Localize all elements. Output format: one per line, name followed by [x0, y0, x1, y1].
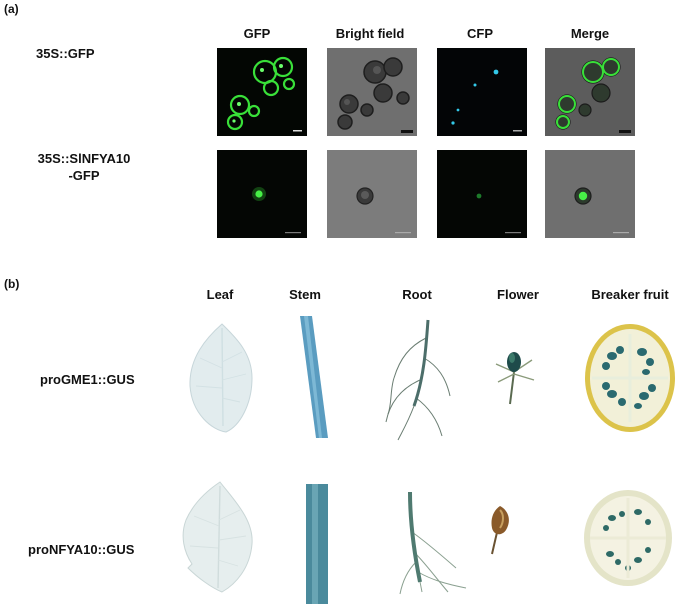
row-label-35s-gfp: 35S::GFP [36, 46, 95, 61]
micrograph-35s-gfp-gfp [217, 48, 307, 136]
micrograph-35s-gfp-bright-field [327, 48, 417, 136]
gus-pronfya10-root [396, 492, 468, 596]
micrograph-nfya10-gfp-merge [545, 150, 635, 238]
row-label-line-2: -GFP [68, 168, 100, 183]
gus-pronfya10-flower [480, 500, 520, 556]
panel-a-letter: (a) [4, 2, 19, 16]
row-label-pronfya10-gus: proNFYA10::GUS [28, 542, 135, 557]
gus-pronfya10-leaf [176, 480, 260, 594]
gus-pronfya10-stem [304, 484, 330, 604]
row-label-line-1: 35S::SlNFYA10 [37, 151, 131, 166]
column-header-breaker-fruit: Breaker fruit [591, 287, 669, 302]
row-label-35s-slnfya10-gfp: 35S::SlNFYA10 -GFP [24, 150, 144, 184]
column-header-bright-field: Bright field [335, 26, 405, 41]
column-header-leaf: Leaf [206, 287, 234, 302]
micrograph-nfya10-gfp-gfp [217, 150, 307, 238]
micrograph-nfya10-gfp-cfp [437, 150, 527, 238]
column-header-stem: Stem [289, 287, 321, 302]
gus-progme1-breaker-fruit [582, 320, 678, 436]
column-header-root: Root [402, 287, 432, 302]
gus-progme1-flower [488, 342, 542, 406]
gus-progme1-root [380, 318, 456, 442]
micrograph-nfya10-gfp-bright-field [327, 150, 417, 238]
micrograph-35s-gfp-merge [545, 48, 635, 136]
gus-pronfya10-breaker-fruit [582, 488, 674, 588]
micrograph-35s-gfp-cfp [437, 48, 527, 136]
row-label-progme1-gus: proGME1::GUS [40, 372, 135, 387]
gus-progme1-stem [294, 316, 334, 438]
column-header-flower: Flower [497, 287, 539, 302]
panel-b-letter: (b) [4, 277, 20, 291]
column-header-merge: Merge [570, 26, 610, 41]
column-header-cfp: CFP [467, 26, 493, 41]
gus-progme1-leaf [186, 322, 258, 434]
column-header-gfp: GFP [243, 26, 271, 41]
